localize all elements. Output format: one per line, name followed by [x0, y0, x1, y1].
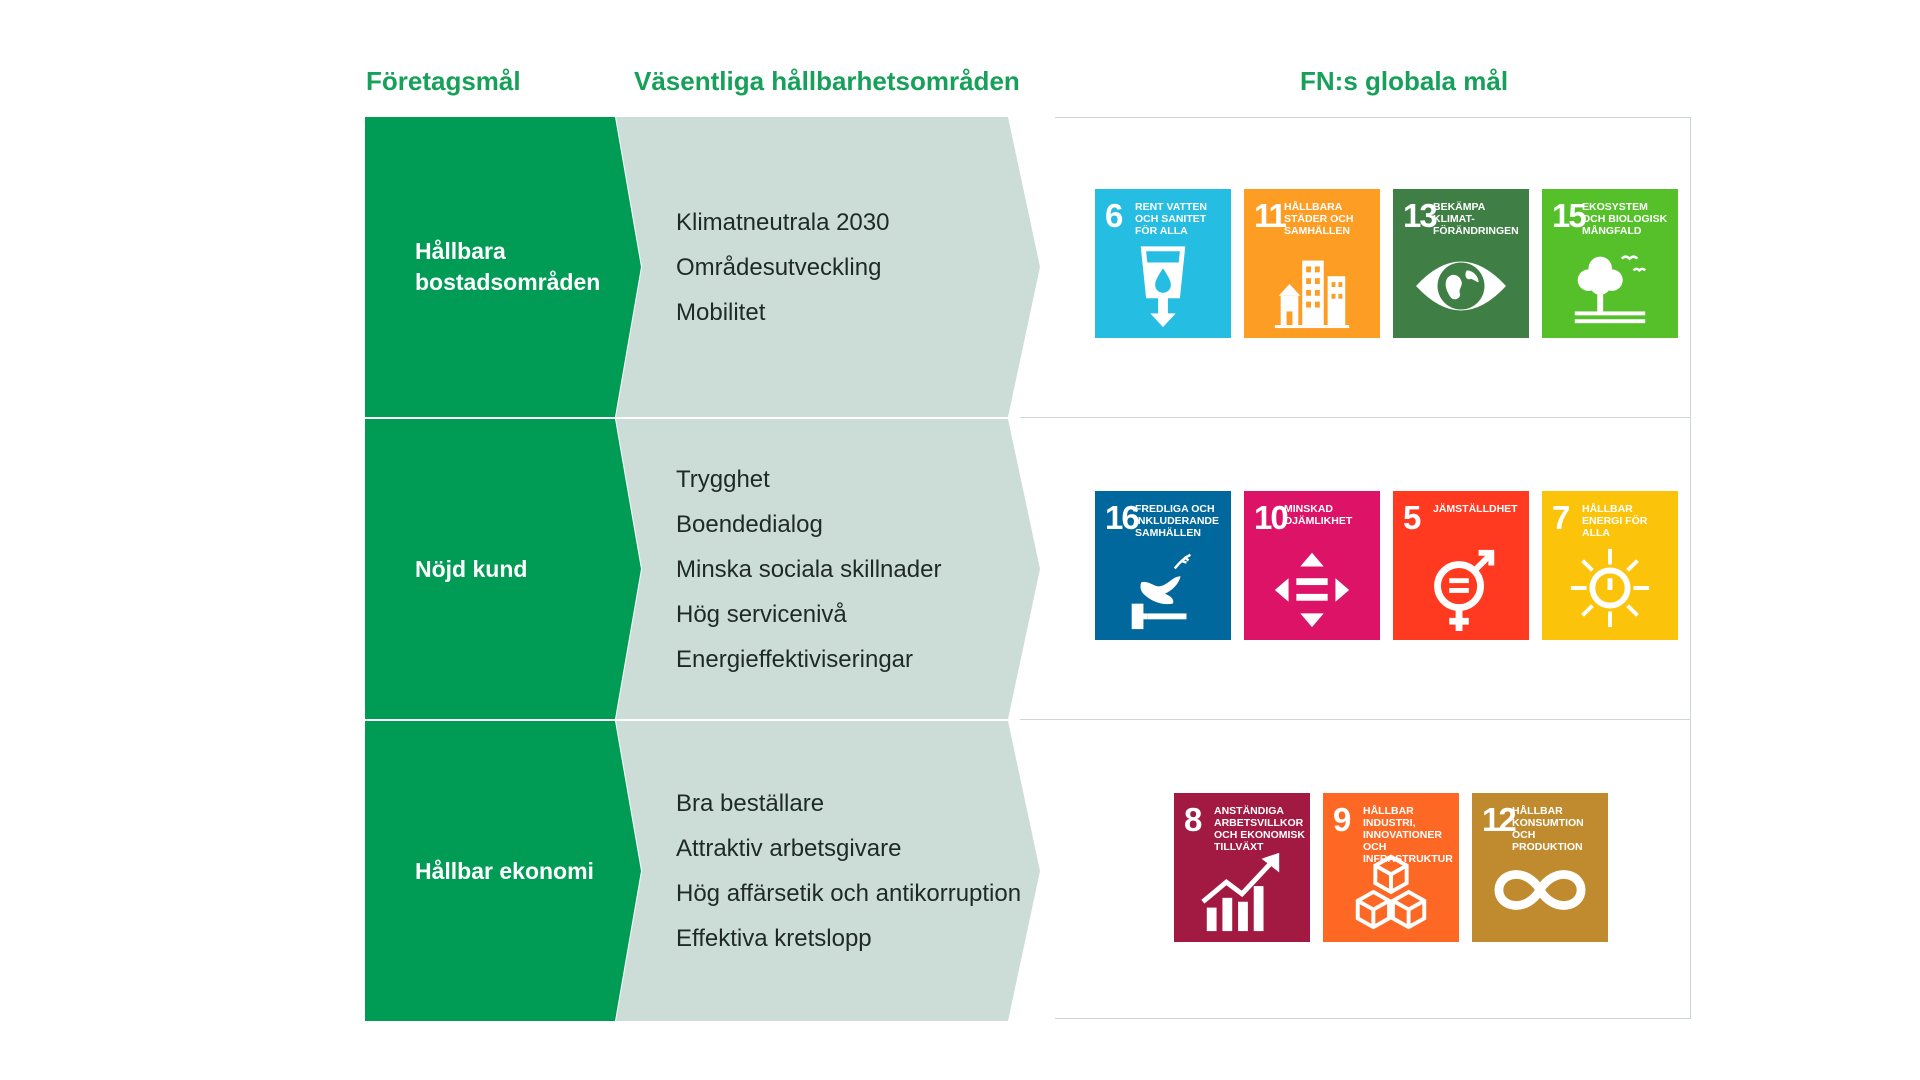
header-fn-globala-mal: FN:s globala mål: [1300, 66, 1509, 96]
area-item: Effektiva kretslopp: [676, 925, 872, 952]
sdg-label: FREDLIGA OCH INKLUDERANDE SAMHÄLLEN: [1135, 503, 1219, 539]
sdg-label: HÅLLBARA STÄDER OCH SAMHÄLLEN: [1284, 201, 1354, 237]
sdg-number: 15: [1552, 197, 1587, 234]
areas-chevron: [616, 419, 1040, 719]
area-item: Trygghet: [676, 465, 770, 493]
row-divider: [1020, 417, 1690, 418]
infinity-icon: [1494, 870, 1586, 910]
area-item: Klimatneutrala 2030: [676, 208, 890, 236]
eye-globe-icon: [1416, 261, 1506, 311]
sdg-number: 6: [1105, 197, 1123, 234]
sdg-number: 9: [1333, 801, 1351, 838]
sdg-label: HÅLLBAR KONSUMTION OCH PRODUKTION: [1512, 805, 1584, 853]
dove-gavel-icon: [1131, 553, 1191, 630]
growth-chart-icon: [1201, 852, 1280, 932]
sdg-frame: [1055, 117, 1691, 1019]
gender-equality-icon: [1434, 549, 1495, 632]
sdg-number: 10: [1254, 499, 1289, 536]
area-item: Hög servicenivå: [676, 600, 847, 628]
sdg-number: 16: [1105, 499, 1140, 536]
sdg-number: 13: [1403, 197, 1438, 234]
goal-chevron: [365, 117, 641, 417]
sdg-label: HÅLLBAR ENERGI FÖR ALLA: [1582, 503, 1648, 539]
sdg-label: MINSKAD OJÄMLIKHET: [1284, 503, 1353, 527]
equality-arrows-icon: [1274, 552, 1350, 628]
area-item: Hög affärsetik och antikorruption: [676, 880, 1022, 907]
diagram-row: Hållbara bostadsområden Klimatneutrala 20…: [365, 117, 1691, 417]
sdg-number: 5: [1403, 499, 1421, 536]
header-foretagsmal: Företagsmål: [366, 66, 521, 96]
sdg-label: BEKÄMPA KLIMAT-FÖRÄNDRINGEN: [1433, 201, 1519, 237]
area-item: Bra beställare: [676, 790, 825, 817]
sdg-number: 12: [1482, 801, 1517, 838]
tree-birds-icon: [1574, 255, 1647, 324]
sdg-number: 11: [1254, 197, 1287, 234]
sdg-label: RENT VATTEN OCH SANITET FÖR ALLA: [1135, 201, 1207, 237]
areas-chevron: [616, 721, 1040, 1021]
sdg-number: 7: [1552, 499, 1570, 536]
sun-power-icon: [1570, 548, 1650, 628]
area-item: Mobilitet: [676, 298, 766, 326]
sdg-label: EKOSYSTEM OCH BIOLOGISK MÅNGFALD: [1582, 201, 1668, 237]
goal-chevron: [365, 419, 641, 719]
goal-title: Hållbara bostadsområden: [415, 238, 601, 295]
row-divider: [1020, 719, 1690, 720]
area-item: Boendedialog: [676, 510, 823, 538]
sdg-tile-7: 7 HÅLLBAR ENERGI FÖR ALLA: [1542, 491, 1678, 640]
sdg-label: JÄMSTÄLLDHET: [1433, 503, 1518, 515]
goal-title: Nöjd kund: [415, 555, 528, 582]
area-item: Områdesutveckling: [676, 253, 882, 281]
sdg-tile-5: 5 JÄMSTÄLLDHET: [1393, 491, 1529, 640]
cubes-icon: [1355, 854, 1427, 930]
goal-title: Hållbar ekonomi: [415, 857, 594, 884]
sdg-number: 8: [1184, 801, 1202, 838]
header-vasentliga-omraden: Väsentliga hållbarhetsområden: [634, 66, 1020, 96]
areas-chevron: [616, 117, 1040, 417]
sdg-tile-8: 8 ANSTÄNDIGA ARBETSVILLKOR OCH EKONOMISK …: [1174, 793, 1310, 942]
sdg-tile-6: 6 RENT VATTEN OCH SANITET FÖR ALLA: [1095, 189, 1231, 338]
area-item: Minska sociala skillnader: [676, 555, 942, 583]
sdg-label: ANSTÄNDIGA ARBETSVILLKOR OCH EKONOMISK T…: [1214, 805, 1306, 853]
water-glass-icon: [1140, 246, 1186, 328]
area-item: Energieffektiviseringar: [676, 645, 914, 673]
goal-chevron: [365, 721, 641, 1021]
sdg-icons: 8 ANSTÄNDIGA ARBETSVILLKOR OCH EKONOMISK …: [1174, 793, 1608, 942]
city-buildings-icon: [1274, 260, 1350, 329]
area-item: Attraktiv arbetsgivare: [676, 835, 902, 862]
